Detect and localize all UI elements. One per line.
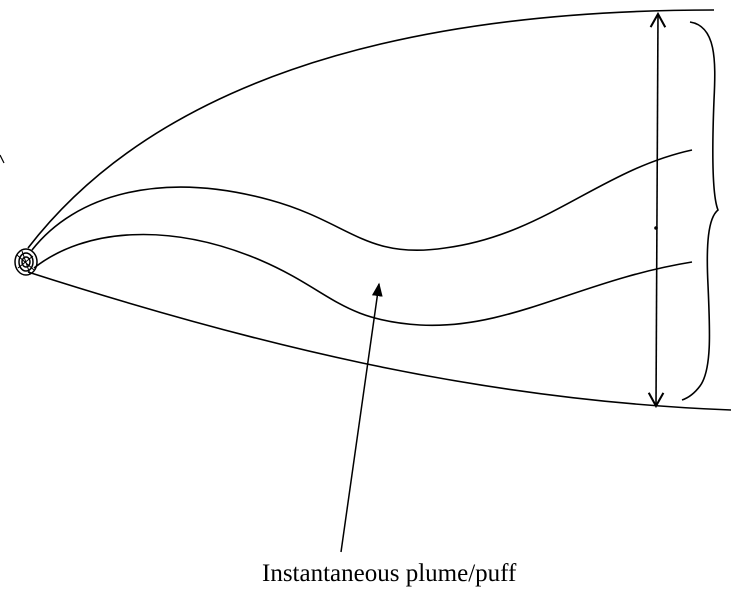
pointer-arrow xyxy=(340,282,383,553)
plume-lower-edge xyxy=(33,233,693,327)
spread-dimension-arrow xyxy=(647,11,667,409)
edge-tick xyxy=(0,154,5,164)
right-curly-brace xyxy=(681,21,719,401)
source-point xyxy=(14,248,38,276)
lower-envelope-line xyxy=(27,271,731,411)
dimension-midpoint xyxy=(654,226,658,230)
diagram-caption: Instantaneous plume/puff xyxy=(262,560,517,587)
upper-envelope-line xyxy=(27,9,715,249)
plume-upper-edge xyxy=(31,149,693,252)
